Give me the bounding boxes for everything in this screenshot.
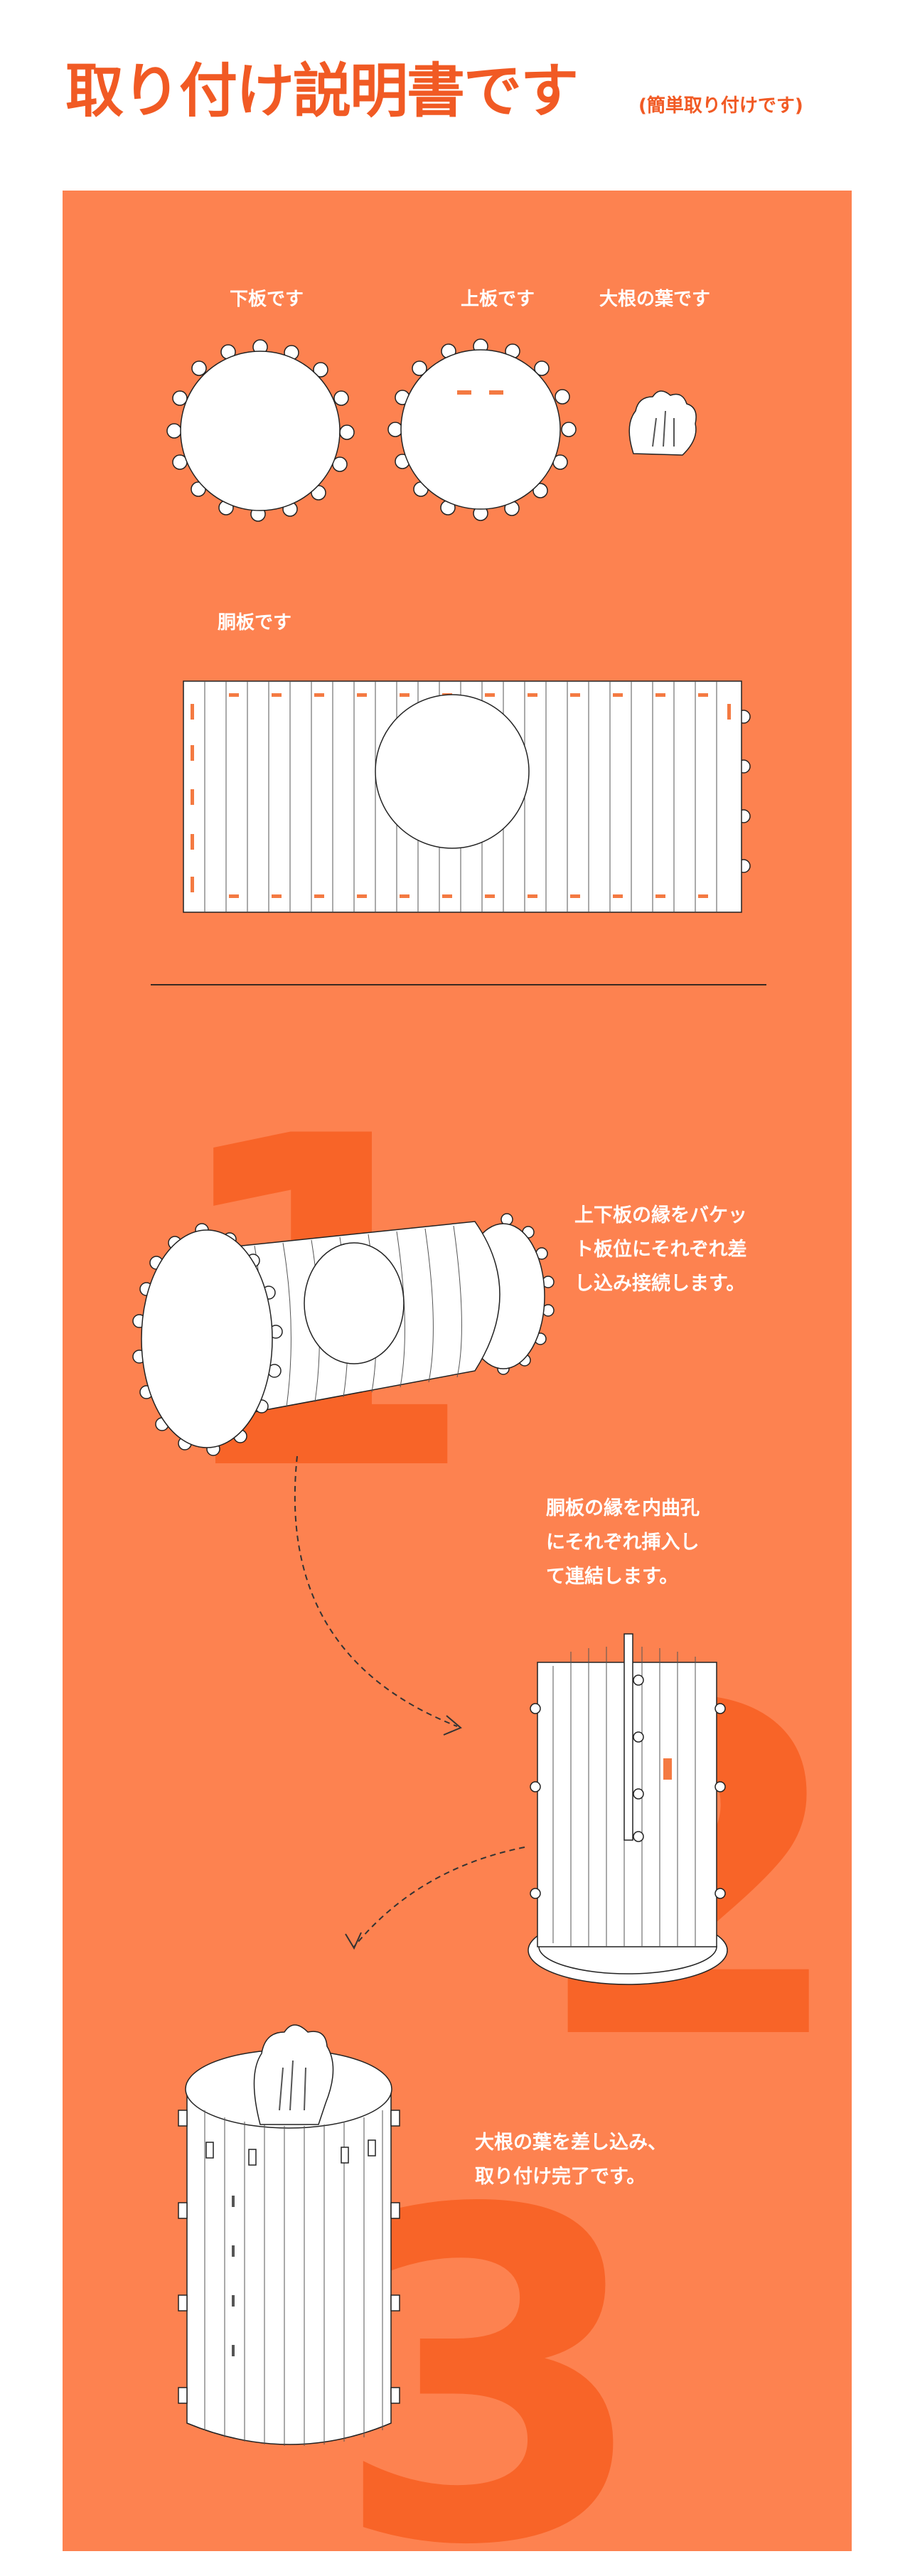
label-bottom-board: 下板です <box>230 289 304 310</box>
label-top-board: 上板です <box>461 289 535 310</box>
step-2-line-1: 胴板の縁を内曲孔 <box>546 1497 700 1519</box>
step-illustrations <box>132 1213 728 2446</box>
step-2-instructions: 胴板の縁を内曲孔 にそれぞれ挿入し て連結します。 <box>546 1492 700 1594</box>
step-1-line-3: し込み接続します。 <box>574 1273 746 1295</box>
step-2-line-3: て連結します。 <box>546 1566 679 1588</box>
step-1-diagram <box>132 1213 555 1456</box>
bottom-board-diagram <box>166 339 355 522</box>
parts-diagrams <box>151 338 766 985</box>
step-3-line-1: 大根の葉を差し込み、 <box>475 2132 667 2154</box>
step-3-line-2: 取り付け完了です。 <box>475 2166 646 2188</box>
radish-leaf-diagram <box>628 390 697 456</box>
step-arrow-2 <box>353 1847 525 1947</box>
instruction-panel: 1 2 3 <box>63 191 852 2551</box>
body-board-diagram <box>183 680 751 913</box>
step-1-left-board <box>132 1223 283 1456</box>
step-arrow-1 <box>294 1455 458 1727</box>
header-subtitle: (簡単取り付けです) <box>638 95 803 117</box>
step-1-instructions: 上下板の縁をバケッ ト板位にそれぞれ差 し込み接続します。 <box>574 1199 747 1301</box>
step-3-instructions: 大根の葉を差し込み、 取り付け完了です。 <box>475 2126 667 2194</box>
step-2-line-2: にそれぞれ挿入し <box>546 1532 700 1554</box>
step-3-diagram <box>178 2024 400 2446</box>
label-radish-leaf: 大根の葉です <box>599 289 711 310</box>
step-1-line-2: ト板位にそれぞれ差 <box>574 1239 747 1261</box>
step-1-line-1: 上下板の縁をバケッ <box>574 1204 747 1226</box>
top-board-diagram <box>387 338 577 521</box>
header-title: 取り付け説明書です <box>65 58 579 125</box>
step-2-diagram <box>528 1633 728 1985</box>
label-body-board: 胴板です <box>218 612 292 634</box>
